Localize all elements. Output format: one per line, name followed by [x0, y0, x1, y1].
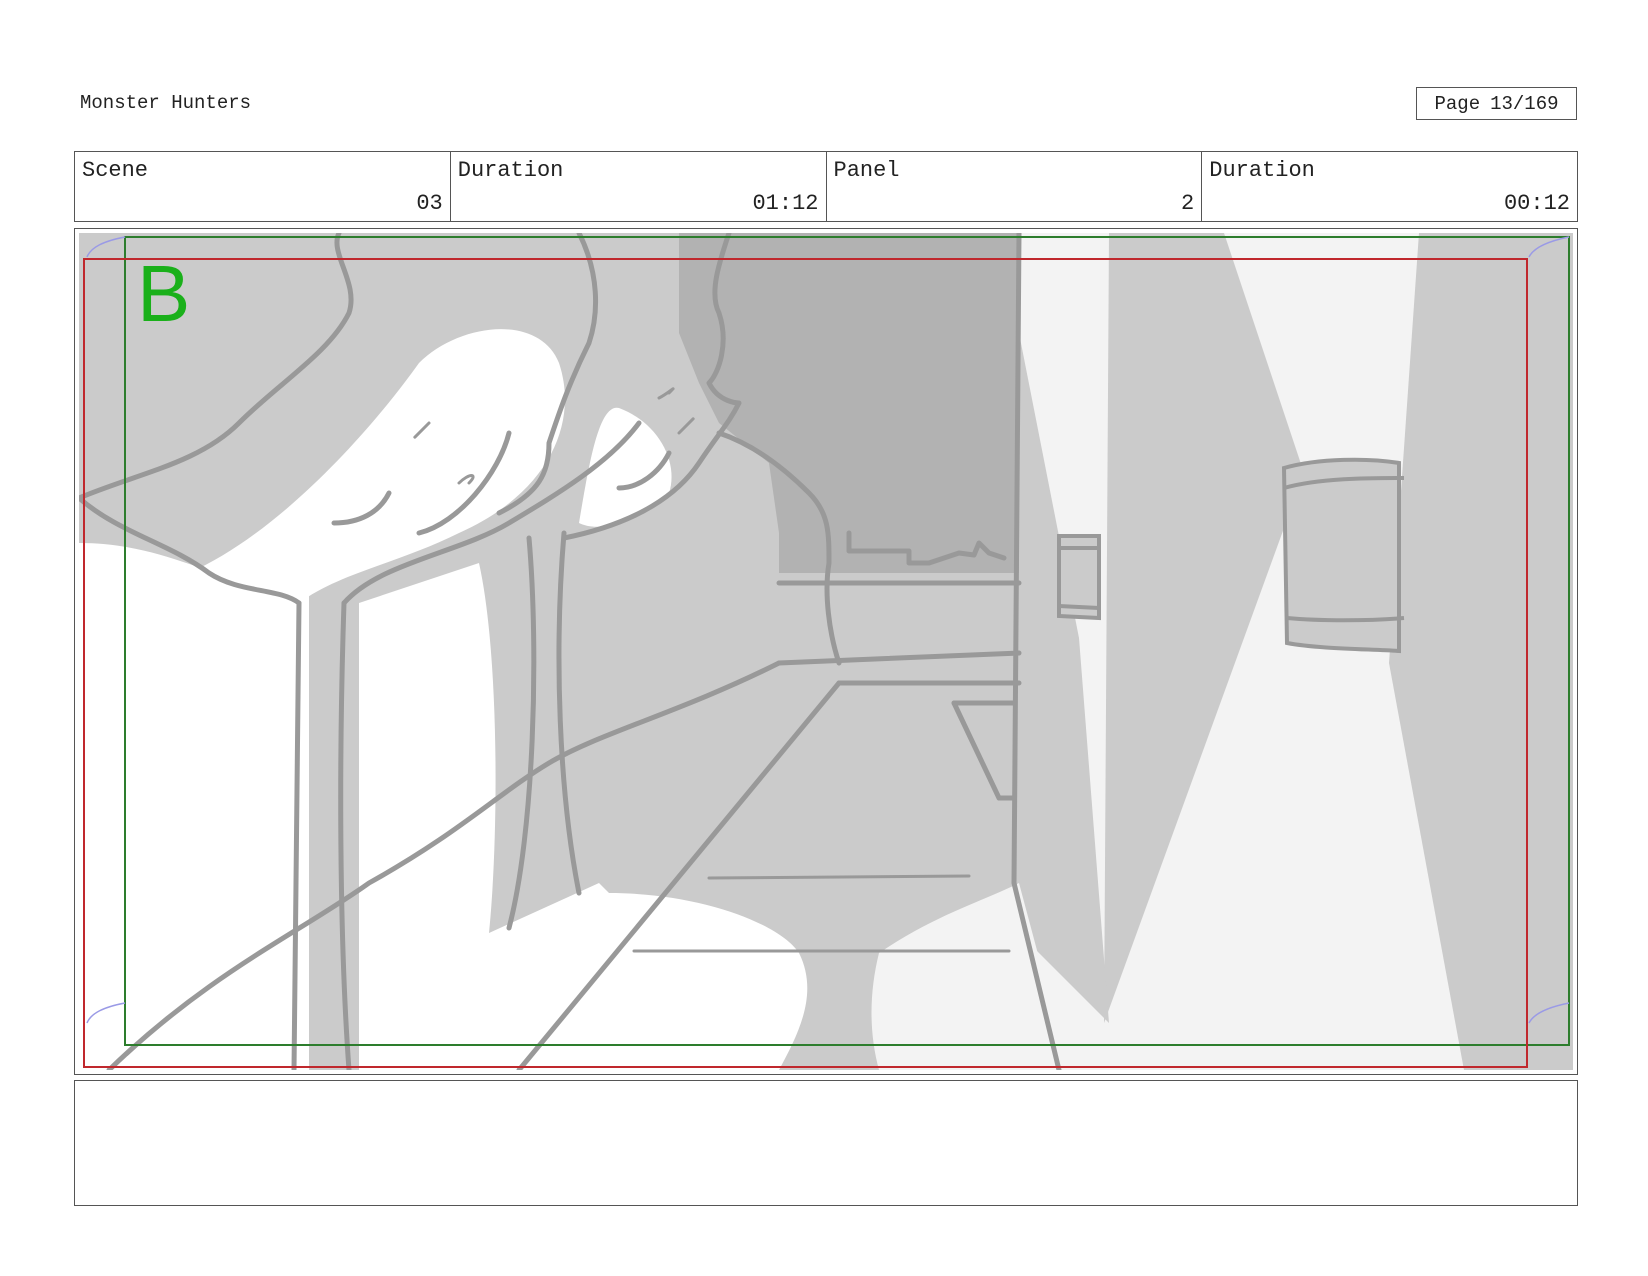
- wall-sconce-small: [1057, 534, 1101, 621]
- storyboard-panel: B: [74, 228, 1578, 1075]
- ground-highlight-3: [871, 883, 1069, 1070]
- action-safe-frame: [124, 236, 1570, 1046]
- canopy-highlight-1: [189, 329, 565, 603]
- panel-cell: Panel 2: [827, 152, 1203, 221]
- scene-label: Scene: [82, 158, 149, 183]
- notes-box[interactable]: [74, 1080, 1578, 1206]
- scene-duration-value: 01:12: [752, 191, 819, 216]
- info-bar: Scene 03 Duration 01:12 Panel 2 Duration…: [74, 151, 1578, 222]
- page-label: Page: [1434, 92, 1481, 115]
- corner-arrow-top-left: [86, 236, 126, 258]
- panel-duration-label: Duration: [1209, 158, 1315, 183]
- corner-arrows: [86, 236, 1570, 1024]
- ground-highlight-2: [359, 563, 808, 1070]
- panel-label: Panel: [833, 158, 900, 183]
- scene-value: 03: [416, 191, 443, 216]
- project-title: Monster Hunters: [80, 92, 252, 114]
- scene-duration-label: Duration: [457, 158, 564, 183]
- scene-cell: Scene 03: [75, 152, 451, 221]
- sky-region: [679, 233, 1019, 573]
- panel-duration-value: 00:12: [1503, 191, 1570, 216]
- scene-duration-cell: Duration 01:12: [451, 152, 827, 221]
- panel-artwork: B: [79, 233, 1573, 1070]
- wall-sconce-large: [1281, 457, 1405, 654]
- panel-duration-cell: Duration 00:12: [1202, 152, 1577, 221]
- panel-value: 2: [1181, 191, 1195, 216]
- ground-highlight: [79, 543, 309, 1070]
- layer-marker: B: [137, 249, 190, 338]
- page-indicator: Page 13/169: [1416, 87, 1577, 120]
- canopy-highlight-2: [579, 407, 672, 527]
- corner-arrow-bottom-left: [86, 1002, 126, 1024]
- sketch-lines: [79, 233, 1062, 1070]
- title-safe-frame: [83, 258, 1528, 1068]
- corner-arrow-top-right: [1528, 236, 1570, 258]
- page-number: 13/169: [1490, 92, 1559, 115]
- wall-shadow-3: [1019, 333, 1109, 1023]
- corner-arrow-bottom-right: [1528, 1002, 1570, 1024]
- wall-shadow-1: [1104, 233, 1304, 1023]
